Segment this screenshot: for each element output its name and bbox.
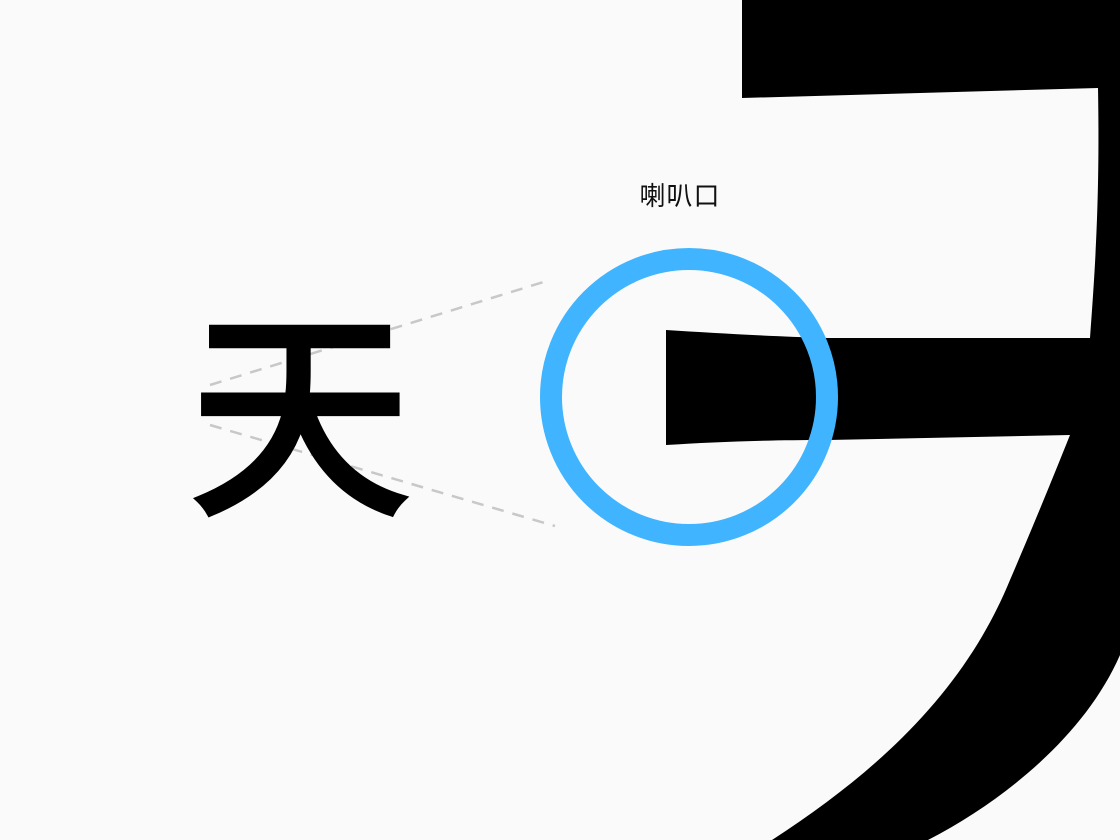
callout-label: 喇叭口: [639, 182, 721, 212]
magnifier-ring: [540, 248, 838, 546]
flared-stroke-end: [666, 330, 828, 445]
guide-line-upper: [209, 278, 551, 387]
guide-line-lower: [209, 423, 556, 528]
source-glyph: 天: [190, 292, 411, 548]
magnified-glyph-stroke: [742, 0, 1120, 840]
